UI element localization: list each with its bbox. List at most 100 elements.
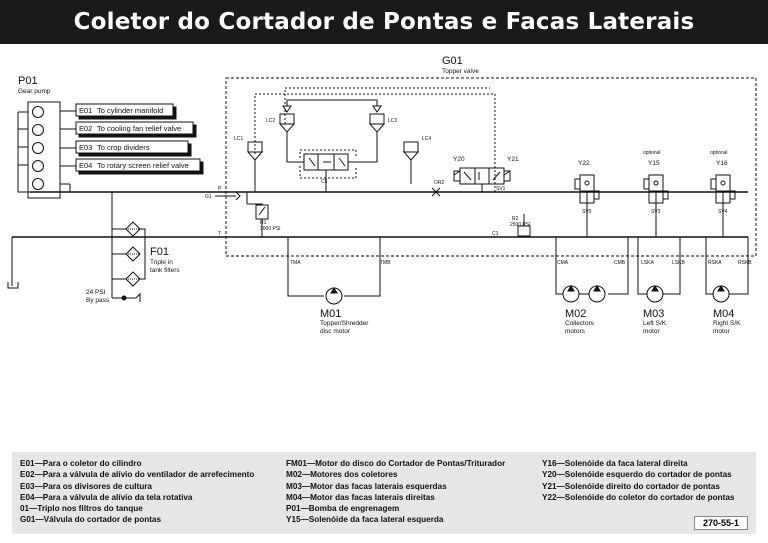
- port-c5: C5: [321, 179, 328, 185]
- bypass-valve: [112, 292, 141, 302]
- legend-item: E02—Para a válvula de alívio do ventilad…: [20, 470, 255, 480]
- y20-label: Y20: [453, 156, 465, 163]
- pump-feed-line: [17, 112, 30, 193]
- y15-label: Y15: [648, 160, 660, 167]
- port-lska: LSKA: [641, 260, 654, 266]
- legend-item: P01—Bomba de engrenagem: [286, 504, 400, 514]
- f01-desc-1: Triple in: [150, 259, 173, 266]
- port-c1: C1: [492, 231, 499, 237]
- gear-pump-body: [27, 101, 61, 199]
- solenoid-valve-sv4: [710, 174, 736, 237]
- cartridge-lc1: [246, 141, 264, 192]
- legend-item: Y16—Solenóide da faca lateral direita: [542, 459, 688, 468]
- p01-code: P01: [18, 75, 38, 87]
- y16-note: optional: [710, 150, 728, 156]
- g01-code: G01: [442, 55, 463, 67]
- port-rskb: RSKB: [738, 260, 752, 266]
- f01-desc-2: tank filters: [150, 267, 180, 274]
- port-sv5: SV5: [582, 209, 592, 215]
- cartridge-lc2: [278, 113, 296, 154]
- port-lc4: LC4: [422, 136, 431, 142]
- m04-desc-2: motor: [713, 328, 730, 335]
- p01-desc: Gear pump: [18, 88, 51, 95]
- y21-label: Y21: [507, 156, 519, 163]
- port-cmb: CMB: [614, 260, 626, 266]
- pump-section-5: [32, 178, 44, 190]
- output-e04-code: E04: [79, 161, 92, 170]
- cartridge-lc4: [402, 141, 420, 184]
- legend-item: E04—Para a válvula de alívio da tela rot…: [20, 492, 193, 502]
- pump-section-2: [32, 124, 44, 136]
- bypass-line-1: 24 PSI: [86, 289, 106, 296]
- port-g1: G1: [205, 194, 212, 200]
- legend-item: M02—Motores dos coletores: [286, 470, 398, 480]
- r2-code: R2: [512, 216, 519, 222]
- legend-item: Y20—Solenóide esquerdo do cortador de po…: [542, 470, 732, 480]
- legend-item: Y21—Solenóide direito do cortador de pon…: [542, 481, 720, 491]
- legend-item: M04—Motor das facas laterais direitas: [286, 492, 435, 502]
- output-box-e01: [75, 103, 174, 117]
- legend-item: E03—Para os divisores de cultura: [20, 481, 152, 491]
- output-e02-code: E02: [79, 124, 92, 133]
- port-tma: TMA: [290, 260, 301, 266]
- m04-code: M04: [713, 308, 734, 320]
- output-e01-desc: To cylinder manifold: [97, 106, 163, 115]
- output-e04-desc: To rotary screen relief valve: [97, 161, 189, 170]
- drain-symbol: [7, 282, 19, 289]
- m03-desc-2: motor: [643, 328, 660, 335]
- f01-code: F01: [150, 246, 169, 258]
- port-sv4: SV4: [718, 209, 728, 215]
- legend-item: Y22—Solenóide do coletor do cortador de …: [542, 492, 735, 502]
- g01-desc: Topper valve: [442, 68, 479, 75]
- m02-desc-2: motors: [565, 328, 586, 335]
- legend-item: G01—Válvula do cortador de pontas: [20, 515, 162, 525]
- m01-code: M01: [320, 308, 341, 320]
- port-rska: RSKA: [708, 260, 722, 266]
- legend-item: 01—Triplo nos filtros do tanque: [20, 504, 143, 514]
- solenoid-valve-sv3: [643, 174, 669, 237]
- output-e03-desc: To crop dividers: [97, 143, 150, 152]
- solenoid-valve-sv5: [574, 174, 600, 237]
- y15-note: optional: [643, 150, 661, 156]
- port-cma: CMA: [557, 260, 569, 266]
- pilot-line-inner: [284, 87, 490, 124]
- port-tmb: TMB: [380, 260, 391, 266]
- m02-code: M02: [565, 308, 586, 320]
- m01-desc-1: Topper/Shredder: [320, 320, 369, 327]
- port-sv1: SV1: [496, 186, 506, 192]
- m02-desc-1: Collectors: [565, 320, 595, 327]
- cartridge-lc3: [368, 113, 386, 154]
- filter-3: [125, 271, 141, 287]
- figure-number: 270-55-1: [693, 516, 748, 530]
- directional-valve-sv1: [459, 167, 505, 185]
- port-or2: OR2: [434, 180, 445, 186]
- relief-valve-r1: [255, 204, 269, 220]
- port-lc2: LC2: [266, 118, 275, 124]
- legend-item: Y15—Solenóide da faca lateral esquerda: [286, 515, 444, 525]
- m01-desc-2: disc motor: [320, 328, 351, 335]
- port-lc1: LC1: [234, 136, 243, 142]
- output-e01-code: E01: [79, 106, 92, 115]
- pump-section-4: [32, 160, 44, 172]
- legend-column-2: FM01—Motor do disco do Cortador de Ponta…: [286, 458, 505, 526]
- y16-label: Y16: [716, 160, 728, 167]
- r1-code: R1: [260, 220, 267, 226]
- legend-panel: E01—Para o coletor do cilindro E02—Para …: [12, 452, 756, 534]
- port-sv3: SV3: [651, 209, 661, 215]
- m03-code: M03: [643, 308, 664, 320]
- bypass-line-2: By pass: [86, 297, 110, 304]
- output-box-e04: [75, 158, 201, 172]
- filter-1: [125, 221, 141, 237]
- filter-2: [125, 246, 141, 262]
- port-t: T: [218, 231, 221, 237]
- r1-psi: 3000 PSI: [260, 226, 281, 232]
- output-e03-code: E03: [79, 143, 92, 152]
- pump-section-3: [32, 142, 44, 154]
- legend-column-1: E01—Para o coletor do cilindro E02—Para …: [20, 458, 254, 526]
- r2-psi: 2500 PSI: [510, 222, 531, 228]
- pump-section-1: [32, 106, 44, 118]
- output-box-e02: [75, 121, 194, 135]
- port-p: P: [218, 186, 222, 192]
- legend-item: E01—Para o coletor do cilindro: [20, 459, 142, 468]
- m03-desc-1: Left S/K: [643, 320, 667, 327]
